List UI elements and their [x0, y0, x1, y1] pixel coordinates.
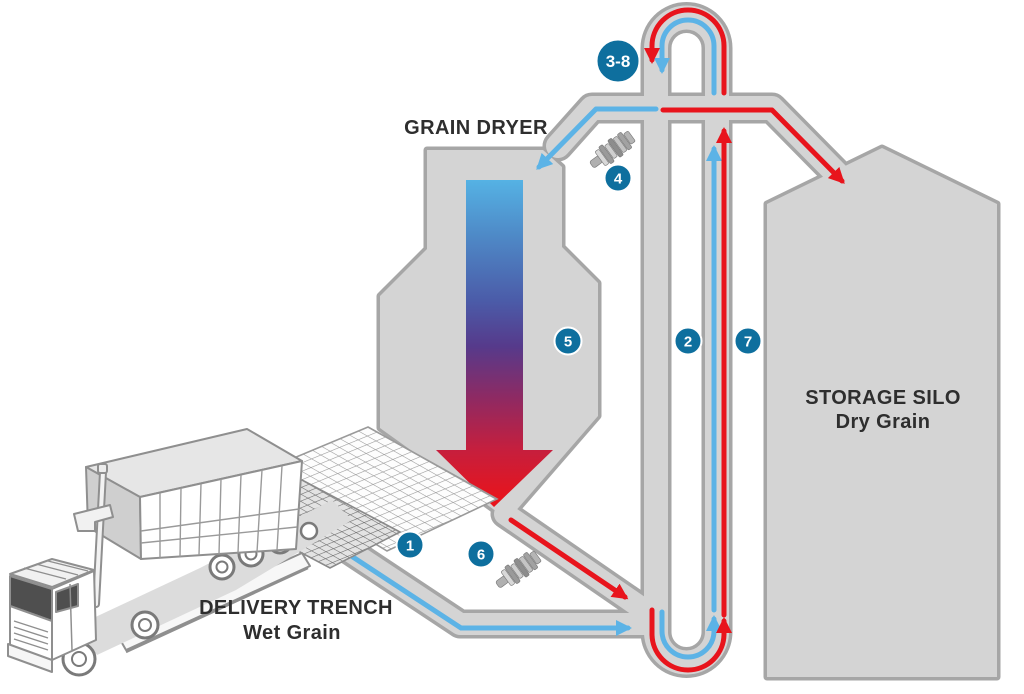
truck-wheel-hub [71, 651, 87, 667]
storage-silo-body [767, 148, 997, 677]
step-badge-2-label: 2 [684, 334, 692, 351]
wet-grain-label: Wet Grain [243, 622, 341, 644]
step-badge-6-label: 6 [477, 547, 485, 564]
truck-wheel [299, 521, 319, 541]
fan-motor-icon-bottom [492, 546, 542, 596]
truck-hydraulic-arm [73, 463, 114, 608]
cab-grille [13, 620, 49, 651]
truck-tipped-container [85, 428, 303, 560]
truck-chassis-rail [125, 566, 309, 654]
fan-motor-icon-top [585, 125, 637, 177]
flow-cold-bottom-uturn [659, 609, 723, 660]
truck-cab [7, 558, 97, 673]
flow-hot-dryer-out [508, 517, 629, 600]
container-slats [140, 465, 300, 558]
step-badge-4 [603, 163, 633, 193]
cold-flow-lines [536, 17, 723, 660]
step-badge-1-label: 1 [406, 538, 414, 555]
delivery-trench-label: DELIVERY TRENCH [199, 597, 393, 619]
step-badge-5-label: 5 [564, 334, 572, 351]
step-badges [395, 38, 763, 569]
step-badge-4-label: 4 [614, 171, 623, 188]
step-badge-labels: 1 2 3-8 4 5 6 7 [406, 52, 752, 564]
truck-wheel-hub [138, 618, 152, 632]
step-badge-2 [673, 326, 703, 356]
step-badge-1 [395, 530, 425, 560]
dry-grain-label: Dry Grain [836, 411, 931, 433]
fan-icons [492, 125, 637, 596]
step-badge-5 [553, 326, 583, 356]
cab-bumper [7, 643, 53, 673]
gradient-arrow-shaft [466, 180, 523, 453]
gradient-arrow-head [436, 450, 553, 507]
diagram-labels: GRAIN DRYER DELIVERY TRENCH Wet Grain ST… [199, 117, 961, 644]
elevator-loop [644, 5, 729, 675]
flow-cold-trench-line [327, 539, 633, 637]
grain-dryer-label: GRAIN DRYER [404, 117, 548, 139]
flow-hot-top-loop [643, 7, 727, 96]
flow-cold-top-loop [653, 17, 717, 96]
wet-grain-flow-trench [327, 539, 633, 637]
step-badge-7 [733, 326, 763, 356]
flow-hot-bottom-uturn [649, 607, 733, 673]
cab-door-line [69, 583, 73, 651]
step-badge-7-label: 7 [744, 334, 752, 351]
delivery-truck [7, 428, 352, 677]
hot-flow-lines [508, 7, 845, 673]
truck-wheel-hub [215, 560, 229, 574]
dryer-gradient-arrow [436, 180, 553, 507]
step-badge-6 [466, 539, 496, 569]
step-badge-3-8-label: 3-8 [606, 52, 631, 71]
step-badge-3-8 [595, 38, 641, 84]
flow-cold-into-dryer [536, 106, 659, 170]
storage-silo-label: STORAGE SILO [805, 387, 961, 409]
cab-roof-slats [23, 560, 89, 580]
flow-hot-into-silo [660, 107, 845, 184]
